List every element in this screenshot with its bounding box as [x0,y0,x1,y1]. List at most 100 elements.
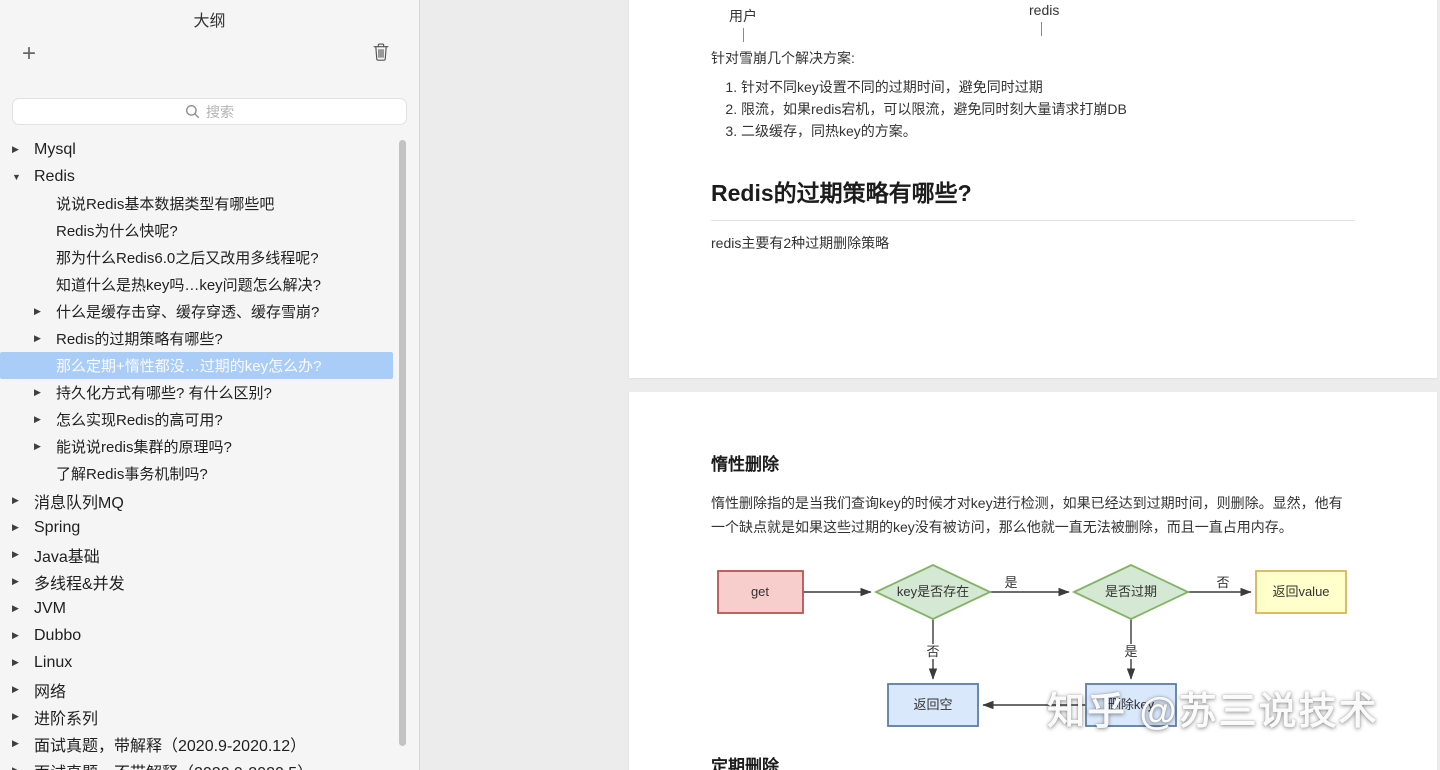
sidebar-item-label: 知道什么是热key吗…key问题怎么解决? [56,277,322,294]
sidebar-item-label: Spring [34,518,81,536]
sidebar-item[interactable]: ▶ 消息队列MQ [0,487,393,514]
sidebar-item[interactable]: ▶ 能说说redis集群的原理吗? [0,433,393,460]
sequence-actor-redis: redis [1029,2,1060,18]
sidebar-item[interactable]: ▶ Java基础 [0,541,393,568]
sidebar-item-label: Dubbo [34,626,82,644]
document-area: 用户 redis 针对雪崩几个解决方案: 针对不同key设置不同的过期时间，避免… [420,0,1440,770]
sidebar-item[interactable]: 那么定期+惰性都没…过期的key怎么办? [0,352,393,379]
chevron-right-icon[interactable]: ▶ [12,522,19,532]
chevron-right-icon[interactable]: ▶ [12,657,19,667]
flow-node-key-exists [873,564,993,620]
flow-edge-yes: 是 [1004,575,1017,590]
sidebar-item-label: Redis为什么快呢? [56,223,178,240]
sidebar-item-label: Redis的过期策略有哪些? [56,331,223,348]
lifeline [743,28,744,42]
sidebar-item[interactable]: ▶进阶系列 [0,703,393,730]
sidebar-item-label: 怎么实现Redis的高可用? [56,412,223,429]
sidebar-item[interactable]: ▶ 面试真题，不带解释（2020.9-2020.5） [0,757,393,770]
sidebar-item[interactable]: 了解Redis事务机制吗? [0,460,393,487]
flow-edge-no: 否 [926,644,939,659]
flow-label-return-value: 返回value [1272,584,1329,599]
chevron-right-icon[interactable]: ▶ [34,333,41,343]
chevron-right-icon[interactable]: ▶ [34,441,41,451]
list-item: 针对不同key设置不同的过期时间，避免同时过期 [741,76,1355,98]
sidebar-item[interactable]: ▶ 持久化方式有哪些? 有什么区别? [0,379,393,406]
sidebar-item-label: Java基础 [34,548,100,566]
chevron-right-icon[interactable]: ▶ [12,495,19,505]
search-input[interactable]: 搜索 [12,98,407,125]
flow-edge-yes: 是 [1124,644,1137,659]
sequence-diagram-remnant: 用户 redis [711,0,1355,44]
sidebar-item-label: 什么是缓存击穿、缓存穿透、缓存雪崩? [56,304,320,321]
chevron-right-icon[interactable]: ▶ [12,765,19,770]
flow-label-is-expired: 是否过期 [1105,584,1157,599]
chevron-right-icon[interactable]: ▶ [12,144,19,154]
sidebar-scrollbar[interactable] [399,140,406,746]
sidebar-item-label: 那么定期+惰性都没…过期的key怎么办? [56,358,322,375]
flow-node-return-empty [887,683,979,727]
sidebar-item[interactable]: ▶Mysql [0,136,393,163]
solution-list: 针对不同key设置不同的过期时间，避免同时过期限流，如果redis宕机，可以限流… [711,76,1355,142]
sidebar-item[interactable]: ▶JVM [0,595,393,622]
sidebar-item-label: 面试真题，带解释（2020.9-2020.12） [34,737,307,755]
expire-policy-sub: redis主要有2种过期删除策略 [711,235,890,251]
sidebar-item-label: 能说说redis集群的原理吗? [56,439,232,456]
flow-node-get [717,570,804,614]
flow-label-delete-key: 删除key [1108,697,1155,712]
sidebar-item[interactable]: ▶ Spring [0,514,393,541]
chevron-right-icon[interactable]: ▶ [12,711,19,721]
list-item: 二级缓存，同热key的方案。 [741,120,1355,142]
sidebar-title: 大纲 [193,13,226,30]
chevron-right-icon[interactable]: ▶ [12,684,19,694]
flow-node-is-expired [1071,564,1191,620]
sidebar-item[interactable]: 知道什么是热key吗…key问题怎么解决? [0,271,393,298]
sidebar-item-label: 那为什么Redis6.0之后又改用多线程呢? [56,250,319,267]
chevron-right-icon[interactable]: ▶ [12,549,19,559]
lazy-delete-paragraph: 惰性删除指的是当我们查询key的时候才对key进行检测，如果已经达到过期时间，则… [711,495,1343,535]
sidebar-item[interactable]: ▶ 什么是缓存击穿、缓存穿透、缓存雪崩? [0,298,393,325]
search-placeholder: 搜索 [206,103,234,120]
chevron-right-icon[interactable]: ▶ [12,576,19,586]
document-card-top: 用户 redis 针对雪崩几个解决方案: 针对不同key设置不同的过期时间，避免… [629,0,1437,378]
sidebar-item-label: 面试真题，不带解释（2020.9-2020.5） [34,759,313,770]
chevron-down-icon[interactable]: ▼ [12,171,21,182]
sequence-actor-user: 用户 [729,8,757,24]
chevron-right-icon[interactable]: ▶ [12,603,19,613]
avalanche-intro: 针对雪崩几个解决方案: [711,50,855,66]
chevron-right-icon[interactable]: ▶ [34,306,41,316]
sidebar-item[interactable]: ▶ Linux [0,649,393,676]
sidebar-item-label: 持久化方式有哪些? 有什么区别? [56,385,272,402]
sidebar-item[interactable]: ▶ Dubbo [0,622,393,649]
sidebar-item-label: 消息队列MQ [34,494,124,512]
sidebar-item[interactable]: ▶ 面试真题，带解释（2020.9-2020.12） [0,730,393,757]
sidebar-item[interactable]: 那为什么Redis6.0之后又改用多线程呢? [0,244,393,271]
chevron-right-icon[interactable]: ▶ [34,387,41,397]
periodic-delete-heading: 定期删除 [711,757,779,770]
sidebar-item[interactable]: ▶网络 [0,676,393,703]
flow-label-get: get [751,584,769,599]
sidebar-item[interactable]: Redis为什么快呢? [0,217,393,244]
section-heading-expire-policy: Redis的过期策略有哪些? [711,178,1355,221]
chevron-right-icon[interactable]: ▶ [34,414,41,424]
sidebar-item-label: 了解Redis事务机制吗? [56,466,208,483]
chevron-right-icon[interactable]: ▶ [12,738,19,748]
add-button[interactable]: + [22,40,37,67]
trash-icon[interactable] [373,43,389,66]
sidebar-item-label: Linux [34,653,73,671]
list-item: 限流，如果redis宕机，可以限流，避免同时刻大量请求打崩DB [741,98,1355,120]
chevron-right-icon[interactable]: ▶ [12,630,19,640]
sidebar-item[interactable]: 说说Redis基本数据类型有哪些吧 [0,190,393,217]
lifeline [1041,22,1042,36]
sidebar-item[interactable]: ▶ 多线程&并发 [0,568,393,595]
sidebar-item[interactable]: ▼Redis [0,163,393,190]
sidebar-item[interactable]: ▶ 怎么实现Redis的高可用? [0,406,393,433]
sidebar-item-label: 多线程&并发 [34,575,125,593]
sidebar-toolbar: + [0,34,419,80]
flow-label-key-exists: key是否存在 [897,584,969,599]
flow-label-return-empty: 返回空 [913,697,952,712]
sidebar-item[interactable]: ▶ Redis的过期策略有哪些? [0,325,393,352]
flow-edge-no: 否 [1216,575,1229,590]
